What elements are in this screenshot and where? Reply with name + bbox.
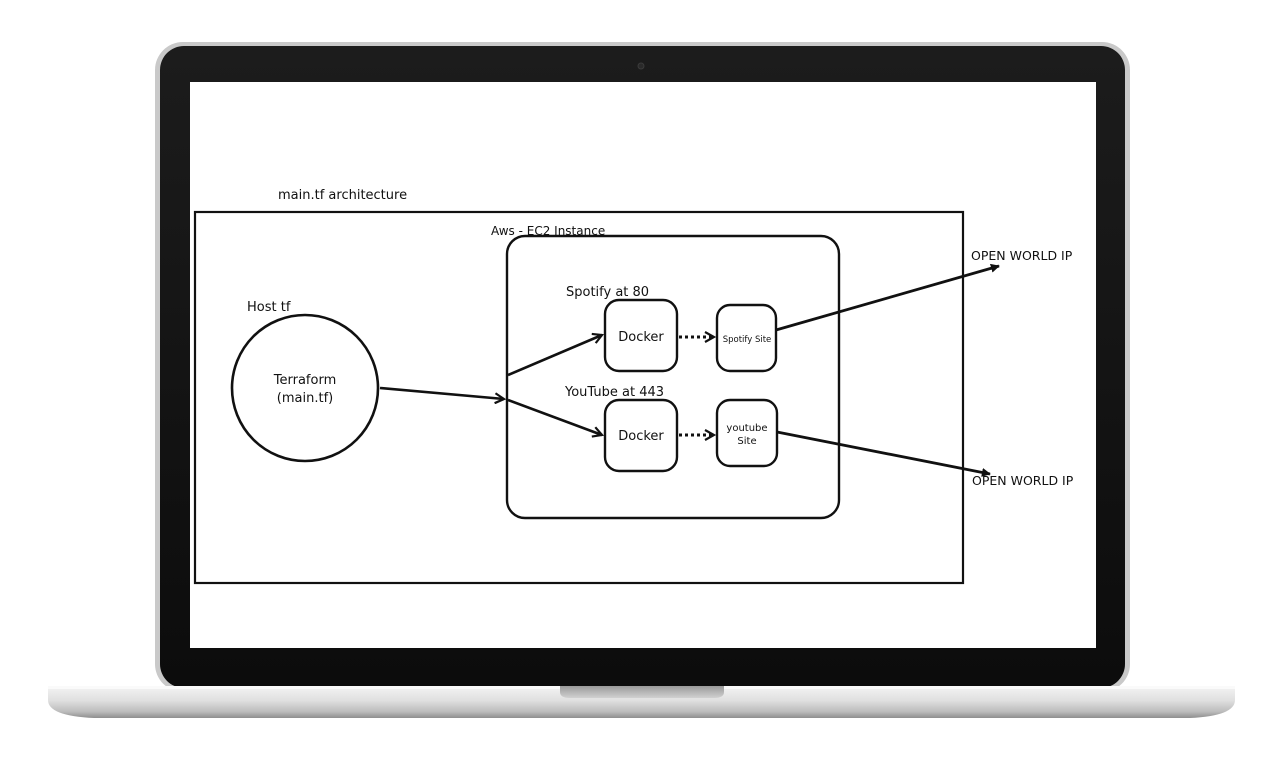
open-world-ip-bottom: OPEN WORLD IP xyxy=(972,473,1074,488)
arrow-youtube-to-world xyxy=(776,430,991,477)
host-label: Host tf xyxy=(247,300,291,315)
outer-frame xyxy=(193,210,965,585)
docker-node-youtube-label: Docker xyxy=(618,429,664,444)
laptop-base xyxy=(48,686,1235,718)
youtube-group-label: YouTube at 443 xyxy=(564,385,664,400)
webcam-icon xyxy=(637,62,645,70)
aws-label: Aws - EC2 Instance xyxy=(491,224,605,238)
diagram-title: main.tf architecture xyxy=(278,188,407,203)
youtube-site-sublabel: Site xyxy=(737,436,756,447)
youtube-site-label: youtube xyxy=(726,423,767,434)
spotify-site-node xyxy=(715,303,778,373)
open-world-ip-top: OPEN WORLD IP xyxy=(971,248,1073,263)
terraform-node-sublabel: (main.tf) xyxy=(277,391,333,406)
architecture-diagram: main.tf architecture Host tf Terraform (… xyxy=(193,188,1074,585)
docker-node-spotify xyxy=(603,298,679,373)
spotify-site-label: Spotify Site xyxy=(723,335,772,345)
arrow-terraform-to-ec2 xyxy=(379,386,504,399)
docker-node-youtube xyxy=(603,398,679,473)
docker-node-spotify-label: Docker xyxy=(618,330,664,345)
terraform-node-label: Terraform xyxy=(273,373,336,388)
terraform-node xyxy=(230,313,380,463)
laptop-notch xyxy=(560,686,724,698)
arrow-ec2-to-docker-spotify xyxy=(507,335,602,377)
arrow-spotify-to-world xyxy=(775,263,1000,332)
ec2-instance-box xyxy=(505,234,841,520)
spotify-group-label: Spotify at 80 xyxy=(566,285,649,300)
arrow-ec2-to-docker-youtube xyxy=(507,398,602,435)
